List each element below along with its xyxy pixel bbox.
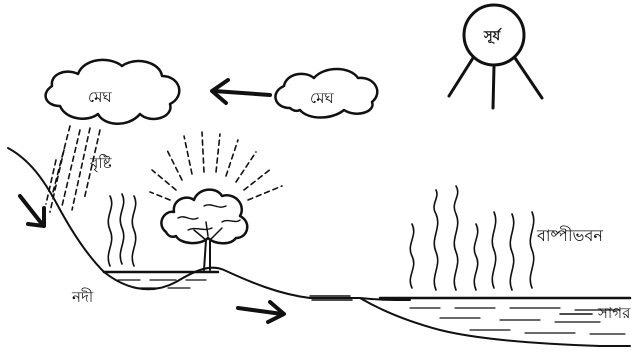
cloud-left xyxy=(44,58,181,125)
river-evaporation xyxy=(107,193,137,267)
rain-label: বৃষ্টি xyxy=(90,154,112,172)
sea-evaporation xyxy=(409,185,535,291)
runoff-arrow xyxy=(18,194,46,228)
cloud-right-label: মেঘ xyxy=(310,89,334,107)
sun xyxy=(447,3,544,110)
river-water xyxy=(117,279,207,289)
sea-water xyxy=(409,307,626,335)
cloud-left-label: মেঘ xyxy=(88,88,112,106)
cloud-right xyxy=(274,67,379,119)
tree xyxy=(160,188,249,271)
sea-bed xyxy=(359,297,631,347)
flow-to-sea-arrow xyxy=(236,300,286,324)
sun-ray-right xyxy=(513,56,544,100)
sun-label: সূর্য xyxy=(484,29,501,44)
evaporation-label: বাষ্পীভবন xyxy=(537,226,603,245)
sun-ray-middle xyxy=(491,64,496,110)
ground-line xyxy=(7,147,411,301)
sun-ray-left xyxy=(447,56,475,98)
stream xyxy=(309,295,353,301)
wind-arrow xyxy=(210,78,272,105)
rain-streaks xyxy=(45,125,101,213)
transpiration-rays xyxy=(149,131,283,201)
river-label: নদী xyxy=(72,288,94,306)
sea-label: সাগর xyxy=(598,304,631,322)
